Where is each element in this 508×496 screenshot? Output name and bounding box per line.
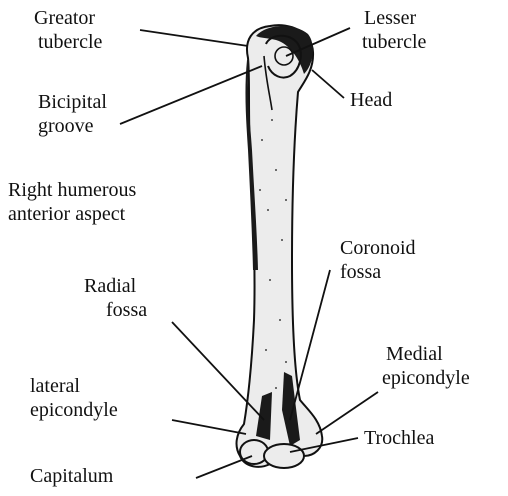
label-coronoid-fossa-line2: fossa <box>340 260 416 284</box>
label-head: Head <box>350 88 392 112</box>
label-lateral-epicondyle-line2: epicondyle <box>30 398 118 422</box>
label-greater-tubercle-line1: Greator <box>34 6 102 30</box>
label-bicipital-groove: Bicipital groove <box>38 90 107 138</box>
caption-line2: anterior aspect <box>8 202 136 226</box>
caption: Right humerous anterior aspect <box>8 178 136 226</box>
label-trochlea: Trochlea <box>364 426 434 450</box>
leader-bicipital-groove <box>120 66 262 124</box>
label-bicipital-groove-line2: groove <box>38 114 107 138</box>
label-greater-tubercle-line2: tubercle <box>34 30 102 54</box>
label-trochlea-text: Trochlea <box>364 426 434 450</box>
humerus-bone <box>237 25 323 468</box>
leader-head <box>312 70 344 98</box>
label-radial-fossa-line2: fossa <box>84 298 147 322</box>
label-medial-epicondyle-line2: epicondyle <box>382 366 470 390</box>
trochlea-shape <box>264 444 304 468</box>
label-coronoid-fossa: Coronoid fossa <box>340 236 416 284</box>
label-radial-fossa: Radial fossa <box>84 274 147 322</box>
label-capitulum: Capitalum <box>30 464 113 488</box>
label-lesser-tubercle-line1: Lesser <box>362 6 426 30</box>
label-capitulum-text: Capitalum <box>30 464 113 488</box>
leader-lateral-epicondyle <box>172 420 246 434</box>
label-greater-tubercle: Greator tubercle <box>34 6 102 54</box>
label-radial-fossa-line1: Radial <box>84 274 147 298</box>
label-lateral-epicondyle: lateral epicondyle <box>30 374 118 422</box>
bone-outline <box>237 25 323 467</box>
label-coronoid-fossa-line1: Coronoid <box>340 236 416 260</box>
capitulum-shape <box>240 440 268 464</box>
leader-coronoid-fossa <box>290 270 330 420</box>
label-lesser-tubercle: Lesser tubercle <box>362 6 426 54</box>
leader-capitulum <box>196 456 252 478</box>
label-bicipital-groove-line1: Bicipital <box>38 90 107 114</box>
label-lesser-tubercle-line2: tubercle <box>362 30 426 54</box>
leader-greater-tubercle <box>140 30 248 46</box>
label-head-text: Head <box>350 88 392 112</box>
label-medial-epicondyle-line1: Medial <box>386 342 470 366</box>
caption-line1: Right humerous <box>8 178 136 202</box>
label-lateral-epicondyle-line1: lateral <box>30 374 118 398</box>
label-medial-epicondyle: Medial epicondyle <box>386 342 470 390</box>
